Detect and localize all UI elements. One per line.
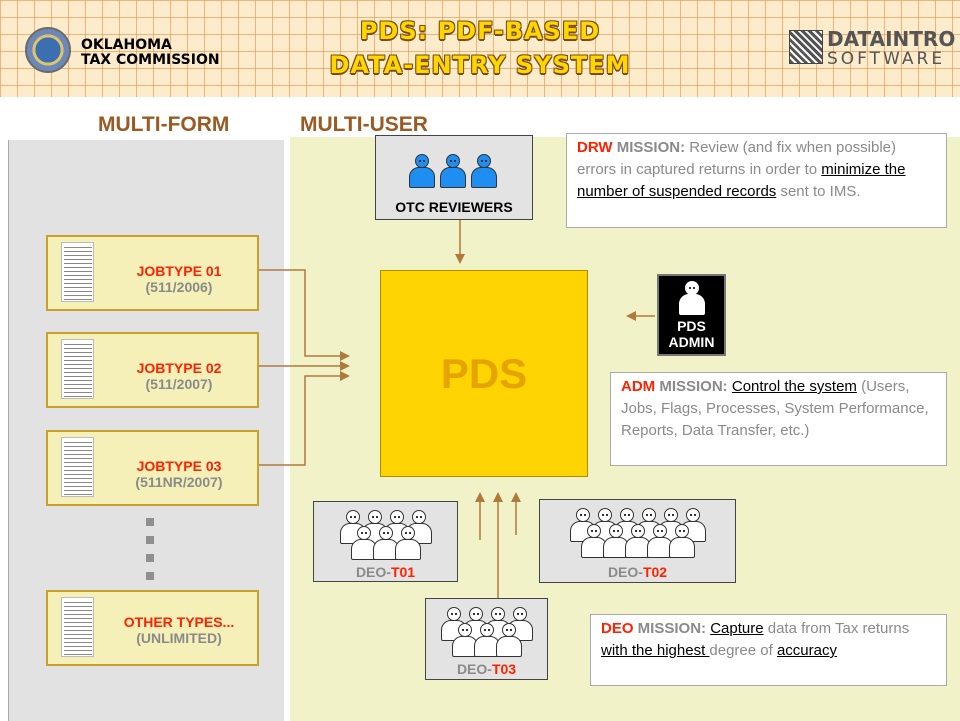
header-banner: OKLAHOMA TAX COMMISSION PDS: PDF-BASED D… [0, 0, 960, 97]
person-icon [473, 623, 500, 657]
jobtype-box-3: JOBTYPE 03 (511NR/2007) [46, 430, 259, 506]
oklahoma-seal-icon [25, 27, 71, 73]
arrow-head [493, 492, 503, 502]
arrow-head [340, 351, 350, 361]
org-line1: OKLAHOMA [81, 37, 172, 53]
title-line2: DATA-ENTRY SYSTEM [329, 51, 631, 79]
deo-mission-emphasis2: with the highest [601, 642, 710, 659]
title-line1: PDS: PDF-BASED [359, 17, 601, 45]
multi-form-title: MULTI-FORM [98, 113, 230, 136]
jobtype-detail: (511NR/2007) [135, 474, 223, 490]
adm-mission-key: ADM [621, 378, 656, 395]
arrow-head [626, 311, 636, 321]
arrow-head [340, 361, 350, 371]
jobtype-detail: (511/2006) [145, 279, 213, 295]
ellipsis-dot [146, 554, 154, 562]
multi-user-title: MULTI-USER [300, 113, 428, 136]
tax-form-icon [61, 339, 94, 399]
admin-person-icon [659, 276, 724, 318]
deo-t01-label: DEO-T01 [355, 564, 416, 580]
connector-job3 [259, 375, 340, 466]
tax-form-icon [61, 437, 94, 497]
drw-mission-text1: Review (and fix when possible) errors in… [577, 139, 897, 178]
deo-group-t02: DEO-T02 [539, 499, 736, 583]
drw-mission-key: DRW [577, 139, 613, 156]
drw-mission-box: DRW MISSION: Review (and fix when possib… [566, 133, 947, 228]
organization-name: OKLAHOMA TAX COMMISSION [81, 38, 220, 68]
page-title: PDS: PDF-BASED DATA-ENTRY SYSTEM [300, 14, 660, 82]
deo-group-t01: DEO-T01 [313, 501, 458, 582]
drw-mission-emphasis: minimize the number of suspended records [577, 161, 906, 200]
ellipsis-dot [146, 572, 154, 580]
arrow-head [340, 371, 350, 381]
jobtype-detail: (UNLIMITED) [136, 630, 222, 646]
deo-mission-key: DEO [601, 620, 634, 637]
adm-mission-box: ADM MISSION: Control the system (Users, … [610, 372, 947, 466]
deo-mission-text1: data from Tax returns [763, 620, 910, 637]
adm-mission-word: MISSION: [655, 378, 728, 395]
drw-mission-word: MISSION: [612, 139, 686, 156]
deo-t02-label: DEO-T02 [607, 564, 668, 580]
deo-mission-word: MISSION: [633, 620, 707, 637]
jobtype-box-1: JOBTYPE 01 (511/2006) [46, 235, 259, 311]
jobtype-box-other: OTHER TYPES... (UNLIMITED) [46, 590, 259, 666]
person-icon [409, 154, 435, 188]
person-icon [394, 526, 421, 560]
deo-mission-emphasis3: accuracy [776, 642, 837, 659]
jobtype-box-2: JOBTYPE 02 (511/2007) [46, 332, 259, 408]
jobtype-name: OTHER TYPES... [123, 614, 235, 630]
person-icon [495, 623, 522, 657]
admin-label-line1: PDS [677, 318, 706, 334]
person-icon [668, 524, 695, 558]
arrow-head [511, 492, 521, 502]
adm-mission-text1: (Users, Jobs, Flags, Processes, System P… [621, 378, 929, 439]
arrow-head [455, 254, 465, 264]
tax-form-icon [61, 242, 94, 302]
jobtype-detail: (511/2007) [145, 376, 213, 392]
jobtype-name: JOBTYPE 03 [136, 458, 222, 474]
logo-text-bottom: SOFTWARE [827, 49, 946, 69]
arrow-head [475, 492, 485, 502]
person-icon [372, 526, 399, 560]
jobtype-name: JOBTYPE 02 [136, 360, 222, 376]
ellipsis-dot [146, 518, 154, 526]
person-icon [440, 154, 466, 188]
person-icon [471, 154, 497, 188]
deo-mission-text2: degree of [709, 642, 777, 659]
connector-job1 [259, 269, 340, 357]
person-icon [451, 623, 478, 657]
otc-reviewers-box: OTC REVIEWERS [375, 135, 533, 220]
jobtype-name: JOBTYPE 01 [136, 263, 222, 279]
pds-label: PDS [440, 349, 528, 397]
pds-system-box: PDS [380, 270, 588, 477]
logo-text-top: DATAINTRO [827, 27, 956, 51]
admin-label-line2: ADMIN [668, 334, 715, 350]
pds-admin-box: PDS ADMIN [657, 274, 726, 356]
dataintro-barcode-icon [789, 30, 823, 64]
tax-form-icon [61, 597, 94, 657]
deo-t03-label: DEO-T03 [456, 661, 517, 677]
deo-group-t03: DEO-T03 [425, 598, 548, 680]
otc-reviewers-label: OTC REVIEWERS [395, 199, 513, 215]
adm-mission-emphasis: Control the system [731, 378, 857, 395]
ellipsis-dot [146, 536, 154, 544]
drw-mission-text2: sent to IMS. [776, 183, 861, 200]
deo-mission-box: DEO MISSION: Capture data from Tax retur… [590, 614, 947, 686]
person-icon [580, 524, 607, 558]
person-icon [350, 526, 377, 560]
deo-mission-emphasis1: Capture [710, 620, 764, 637]
org-line2: TAX COMMISSION [81, 52, 220, 68]
